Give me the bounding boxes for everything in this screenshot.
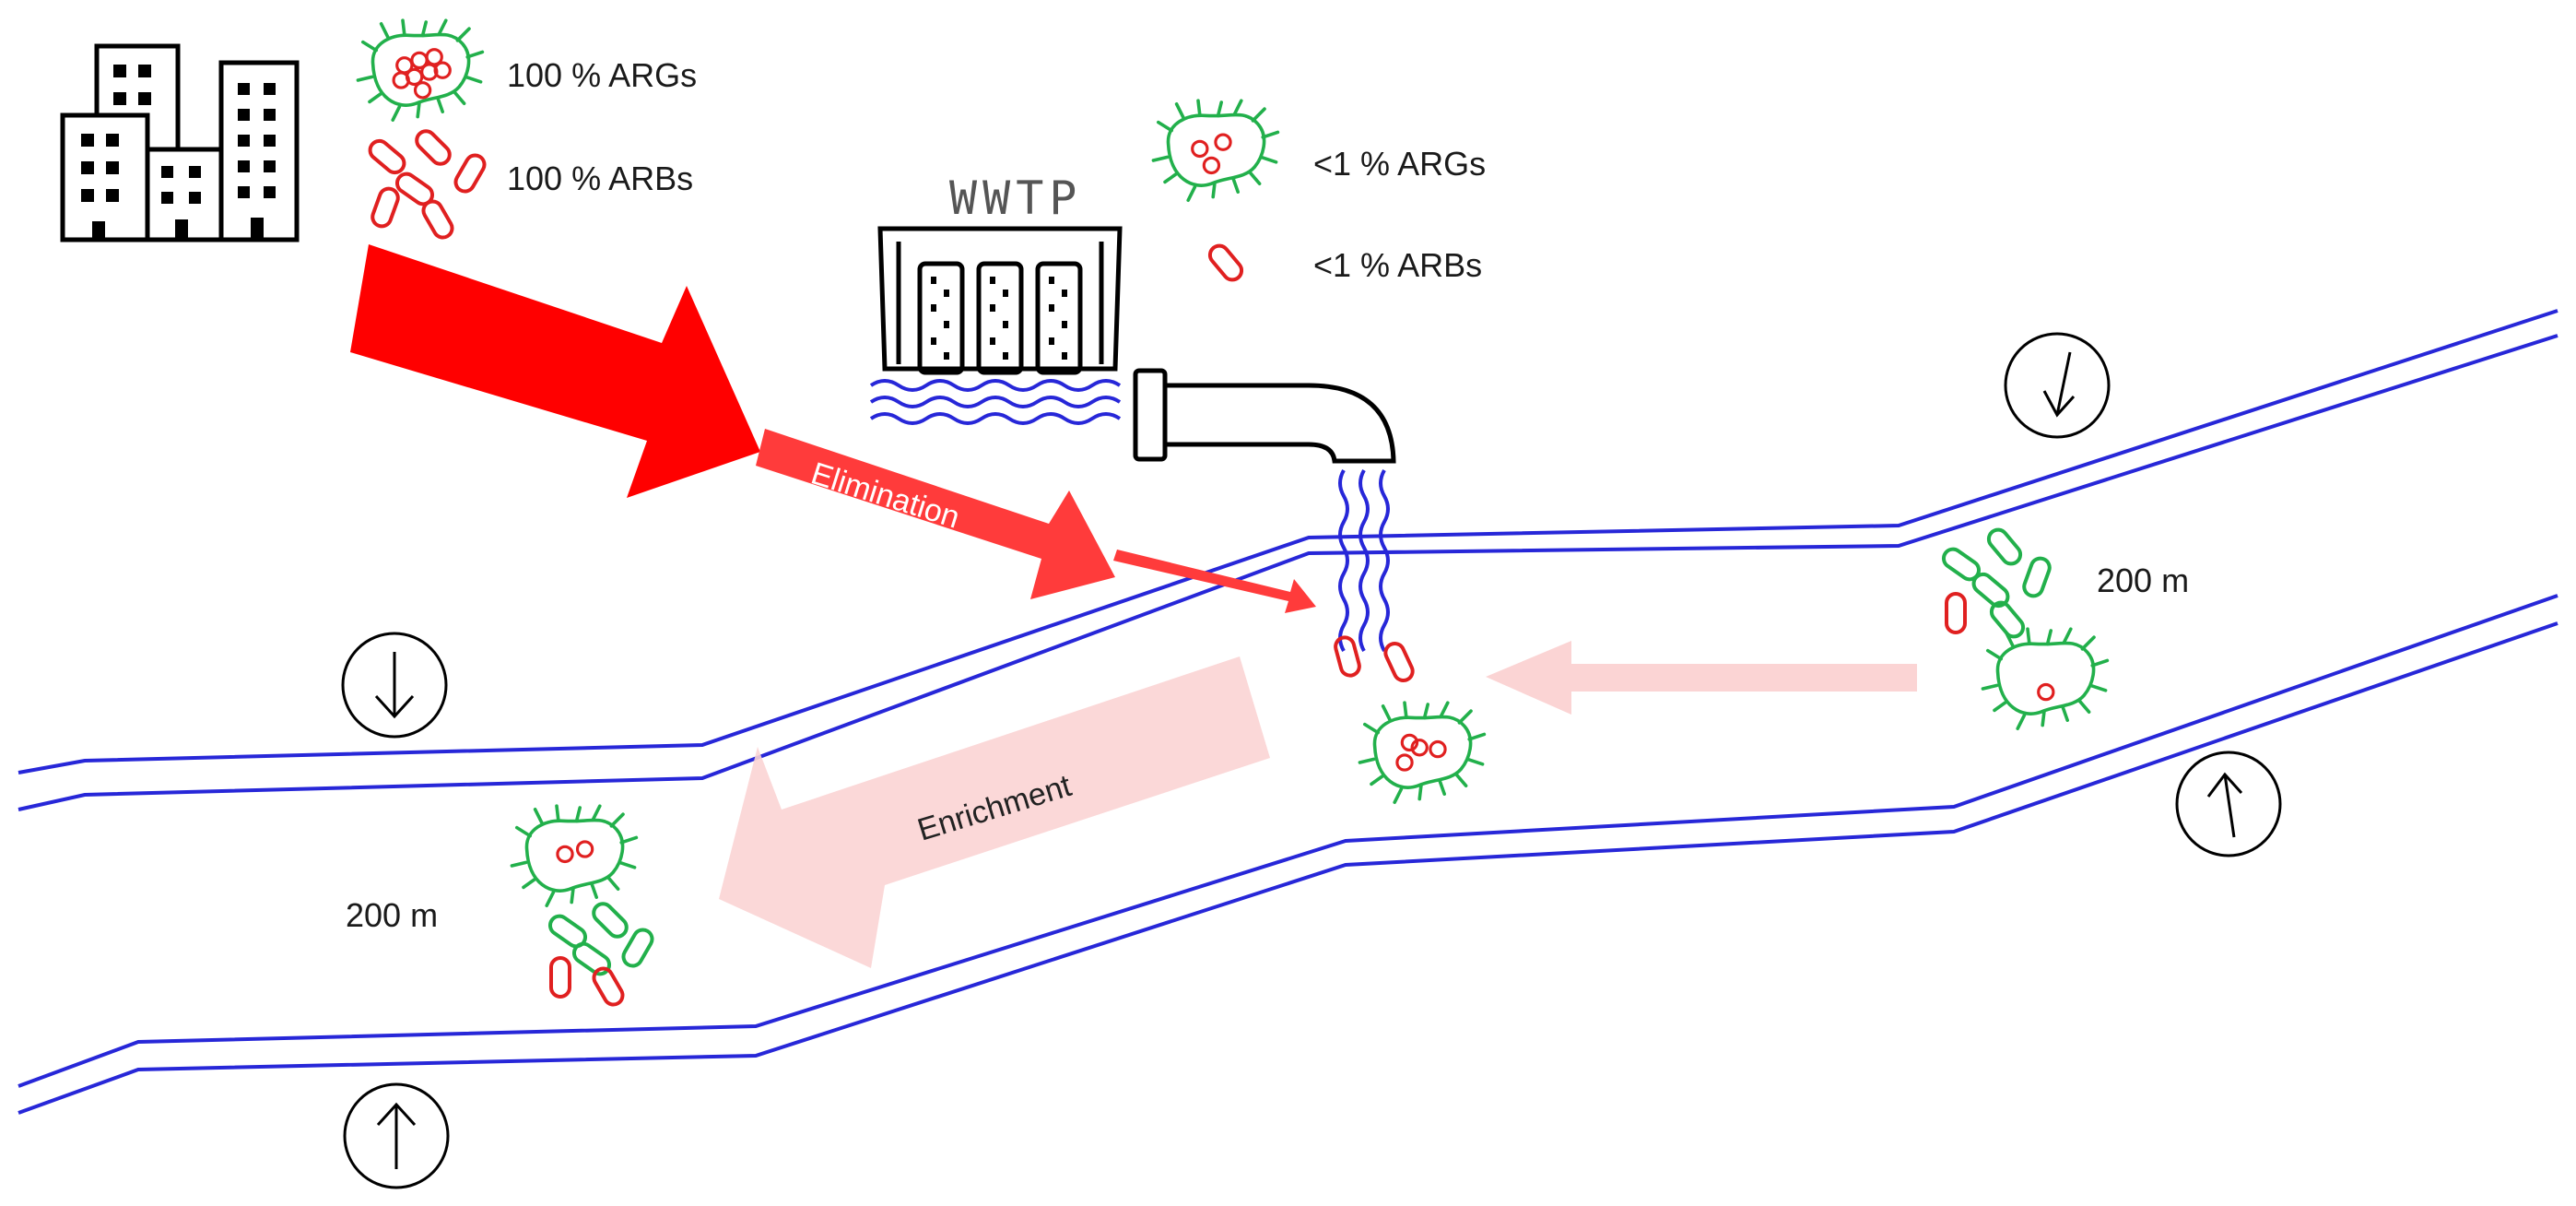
rod-bacterium-icon <box>2019 553 2054 601</box>
rod-bacterium-icon <box>1204 240 1248 286</box>
effluent-water <box>1338 469 1390 652</box>
river-north-bank <box>18 309 2558 811</box>
rod-bacterium-icon <box>590 900 630 940</box>
upstream-sample: 200 m <box>1938 524 2189 731</box>
rod-bacterium-icon <box>1331 633 1364 680</box>
enrichment-arrow: Enrichment <box>719 656 1270 968</box>
effluent-arbs-label: <1 % ARBs <box>1313 246 1482 284</box>
inflow-arbs-label: 100 % ARBs <box>507 160 693 197</box>
outlet-pipe-icon <box>1133 368 1396 464</box>
inflow-args-label: 100 % ARGs <box>507 56 697 94</box>
bacterium-icon <box>510 804 639 908</box>
inflow-legend: 100 % ARGs 100 % ARBs <box>356 18 697 243</box>
arrow-down-circle-icon <box>341 632 448 739</box>
rod-bacteria-cluster <box>364 127 490 243</box>
effluent-legend: <1 % ARGs <1 % ARBs <box>1151 99 1486 286</box>
outfall-sample <box>1331 633 1487 805</box>
upstream-distance-label: 200 m <box>2097 562 2189 599</box>
city-buildings-icon <box>60 43 300 242</box>
wwtp-label: WWTP <box>949 171 1082 225</box>
downstream-sample: 200 m <box>346 804 658 1011</box>
treatment-plant-icon: WWTP <box>869 171 1123 425</box>
upstream-flow-arrow <box>1486 641 1917 715</box>
arrow-down-circle-icon <box>2004 332 2111 439</box>
rod-bacterium-icon <box>1381 638 1417 686</box>
rod-bacterium-icon <box>1945 592 1967 634</box>
river <box>18 309 2558 1115</box>
elimination-label: Elimination <box>807 455 964 535</box>
bacterium-icon <box>1358 701 1487 805</box>
river-south-bank <box>18 594 2558 1115</box>
effluent-args-label: <1 % ARGs <box>1313 145 1486 183</box>
inflow-load-arrow <box>350 244 760 498</box>
elimination-arrow: Elimination <box>756 429 1316 613</box>
rod-bacterium-icon <box>569 938 615 980</box>
bacterium-icon <box>1151 99 1280 202</box>
downstream-distance-label: 200 m <box>346 896 438 934</box>
rod-bacterium-icon <box>588 963 629 1011</box>
bacterium-icon <box>356 18 485 122</box>
bacterium-icon <box>1981 627 2110 731</box>
arrow-up-circle-icon <box>2175 751 2282 857</box>
rod-bacterium-icon <box>1982 524 2027 570</box>
rod-bacterium-icon <box>549 956 571 999</box>
arrow-up-circle-icon <box>343 1082 450 1189</box>
